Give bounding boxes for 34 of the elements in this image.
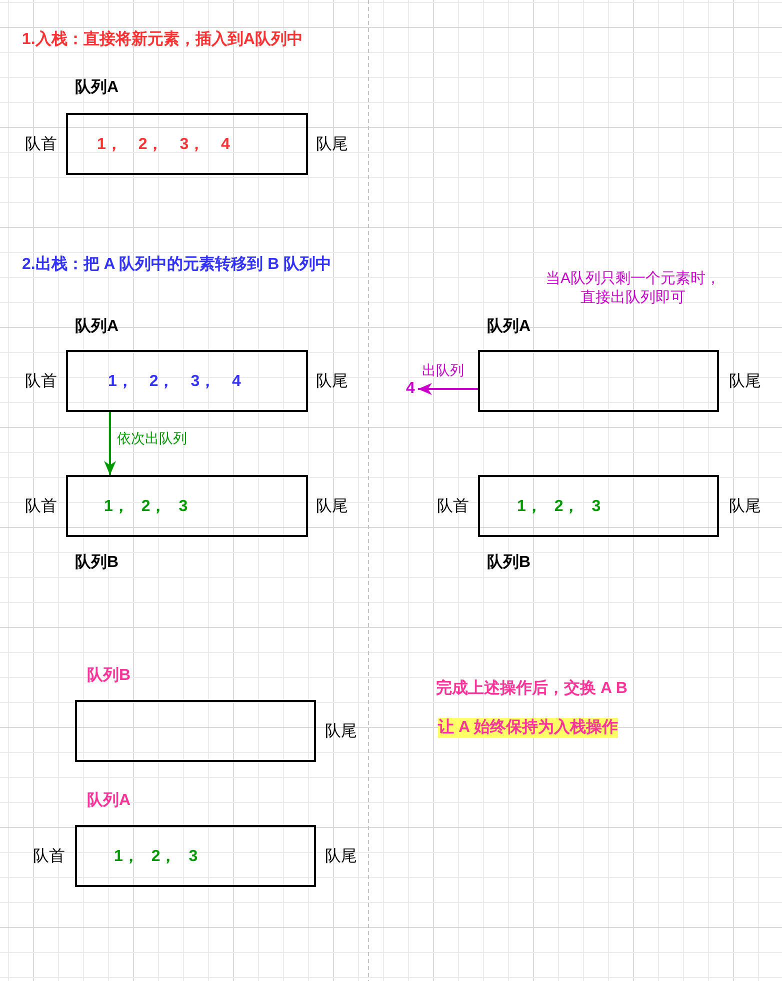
queue-elements: 1， 2， 3 [104, 497, 188, 517]
queue-tail-label: 队尾 [729, 497, 761, 517]
queue-elements: 1， 2， 3， 4 [97, 135, 230, 155]
queue-tail-label: 队尾 [316, 497, 348, 517]
highlighted-note: 让 A 始终保持为入栈操作 [438, 718, 618, 738]
queue-head-label: 队首 [25, 497, 57, 517]
edge-label: 依次出队列 [117, 429, 187, 448]
arrow [104, 412, 116, 475]
queue-tail-label: 队尾 [325, 847, 357, 867]
queue-head-label: 队首 [25, 372, 57, 392]
arrow [418, 383, 478, 395]
queue-tail-label: 队尾 [316, 372, 348, 392]
queue-head-label: 队首 [437, 497, 469, 517]
queue-title: 队列A [487, 317, 531, 337]
queue-tail-label: 队尾 [316, 135, 348, 155]
queue-head-label: 队首 [25, 135, 57, 155]
queue-title: 队列A [75, 78, 119, 98]
queue-title: 队列B [487, 553, 531, 573]
dequeued-value: 4 [406, 379, 415, 399]
queue-tail-label: 队尾 [729, 372, 761, 392]
queue-head-label: 队首 [33, 847, 65, 867]
queue-elements: 1， 2， 3， 4 [108, 372, 241, 392]
queue-elements: 1， 2， 3 [517, 497, 601, 517]
queue-title: 队列B [75, 553, 119, 573]
queue-title: 队列A [87, 791, 131, 811]
queue-elements: 1， 2， 3 [114, 847, 198, 867]
queue-title: 队列A [75, 317, 119, 337]
note-text: 当A队列只剩一个元素时，直接出队列即可 [544, 269, 722, 307]
queue-tail-label: 队尾 [325, 722, 357, 742]
section-heading: 1.入栈：直接将新元素，插入到A队列中 [22, 30, 303, 50]
queue-title: 队列B [87, 666, 131, 686]
section-heading: 2.出栈：把 A 队列中的元素转移到 B 队列中 [22, 255, 332, 275]
note-text: 完成上述操作后，交换 A B [436, 679, 628, 699]
edge-label: 出队列 [422, 361, 464, 380]
